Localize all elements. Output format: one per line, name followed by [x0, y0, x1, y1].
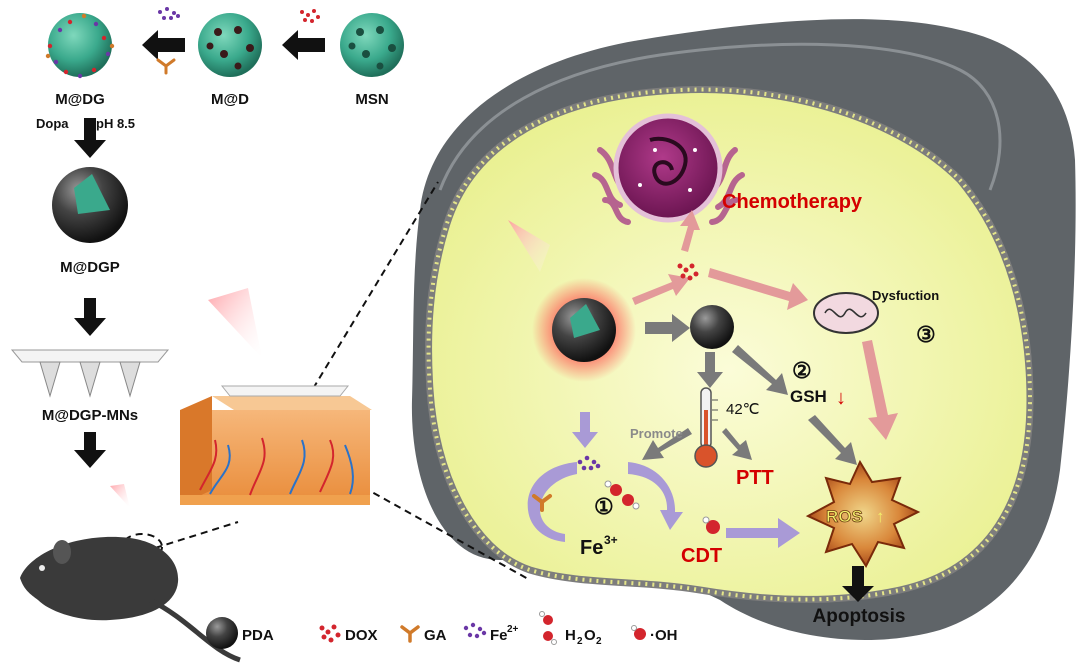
legend-pda-label: PDA	[242, 627, 274, 644]
cancer-cell	[425, 86, 1034, 603]
legend-dox-icon	[319, 624, 341, 643]
dox-molecules	[677, 263, 699, 281]
legend-fe-label: Fe	[490, 627, 508, 644]
label-step2: ②	[792, 358, 812, 383]
legend-h2o2-icon	[539, 611, 557, 645]
label-dysfunction: Dysfuction	[872, 288, 939, 303]
label-dopa: Dopa	[36, 116, 69, 131]
microneedle-patch	[10, 349, 170, 398]
fe2-ions	[577, 455, 601, 471]
label-gsh: GSH	[790, 387, 827, 406]
label-fe3: Fe	[580, 537, 603, 559]
label-ph: pH 8.5	[96, 116, 135, 131]
label-temp: 42℃	[726, 401, 760, 418]
label-md: M@D	[211, 91, 249, 108]
label-ptt: PTT	[736, 467, 774, 489]
mdg-particle	[48, 13, 112, 77]
label-promote: Promote	[630, 426, 683, 441]
pink-arrows	[508, 210, 898, 440]
oh-molecule	[702, 516, 720, 534]
gray-arrows	[642, 314, 857, 465]
synthesis-route	[10, 7, 404, 508]
msn-particle	[340, 13, 404, 77]
label-chemotherapy: Chemotherapy	[722, 191, 863, 213]
label-apoptosis: Apoptosis	[813, 606, 906, 627]
legend-fe-icon	[463, 622, 487, 639]
legend	[206, 611, 646, 649]
legend-oh-label: ·OH	[650, 627, 678, 644]
h2o2-molecule	[604, 480, 640, 510]
apoptosis-arrow	[842, 566, 874, 602]
down-arrow-icon: ↓	[836, 387, 846, 409]
labels: MSN M@D M@DG Dopa pH 8.5 M@DGP M@DGP-MNs…	[36, 91, 939, 647]
mitochondrion	[813, 292, 879, 334]
ga-molecule	[532, 494, 552, 512]
legend-ga-icon	[400, 625, 420, 643]
pda-particle	[690, 305, 734, 349]
up-arrow-icon: ↑	[876, 507, 885, 526]
label-ros: ROS	[826, 507, 863, 526]
legend-h2o2-sub2: 2	[596, 636, 602, 647]
ros-burst	[805, 459, 921, 569]
md-particle	[198, 13, 262, 77]
label-mdgp: M@DGP	[60, 259, 120, 276]
legend-h2o2-sub1: 2	[577, 636, 583, 647]
legend-h2o2-h: H	[565, 627, 576, 644]
label-fe3-charge: 3+	[604, 533, 618, 547]
legend-oh-icon	[631, 625, 646, 640]
cell-nucleus	[592, 113, 745, 225]
legend-dox-label: DOX	[345, 627, 378, 644]
mouse-silhouette	[20, 536, 241, 663]
thermometer-icon	[694, 387, 718, 468]
label-step3: ③	[916, 322, 936, 347]
legend-ga-label: GA	[424, 627, 447, 644]
glowing-nanoparticle	[532, 278, 636, 382]
legend-pda-icon	[206, 617, 238, 649]
skin-block	[180, 288, 372, 505]
label-msn: MSN	[355, 91, 388, 108]
label-mdg: M@DG	[55, 91, 105, 108]
label-mns: M@DGP-MNs	[42, 407, 138, 424]
purple-arrows	[527, 412, 800, 548]
legend-fe-charge: 2+	[507, 624, 519, 635]
legend-h2o2-o: O	[584, 627, 596, 644]
label-cdt: CDT	[681, 545, 722, 567]
label-step1: ①	[594, 494, 614, 519]
